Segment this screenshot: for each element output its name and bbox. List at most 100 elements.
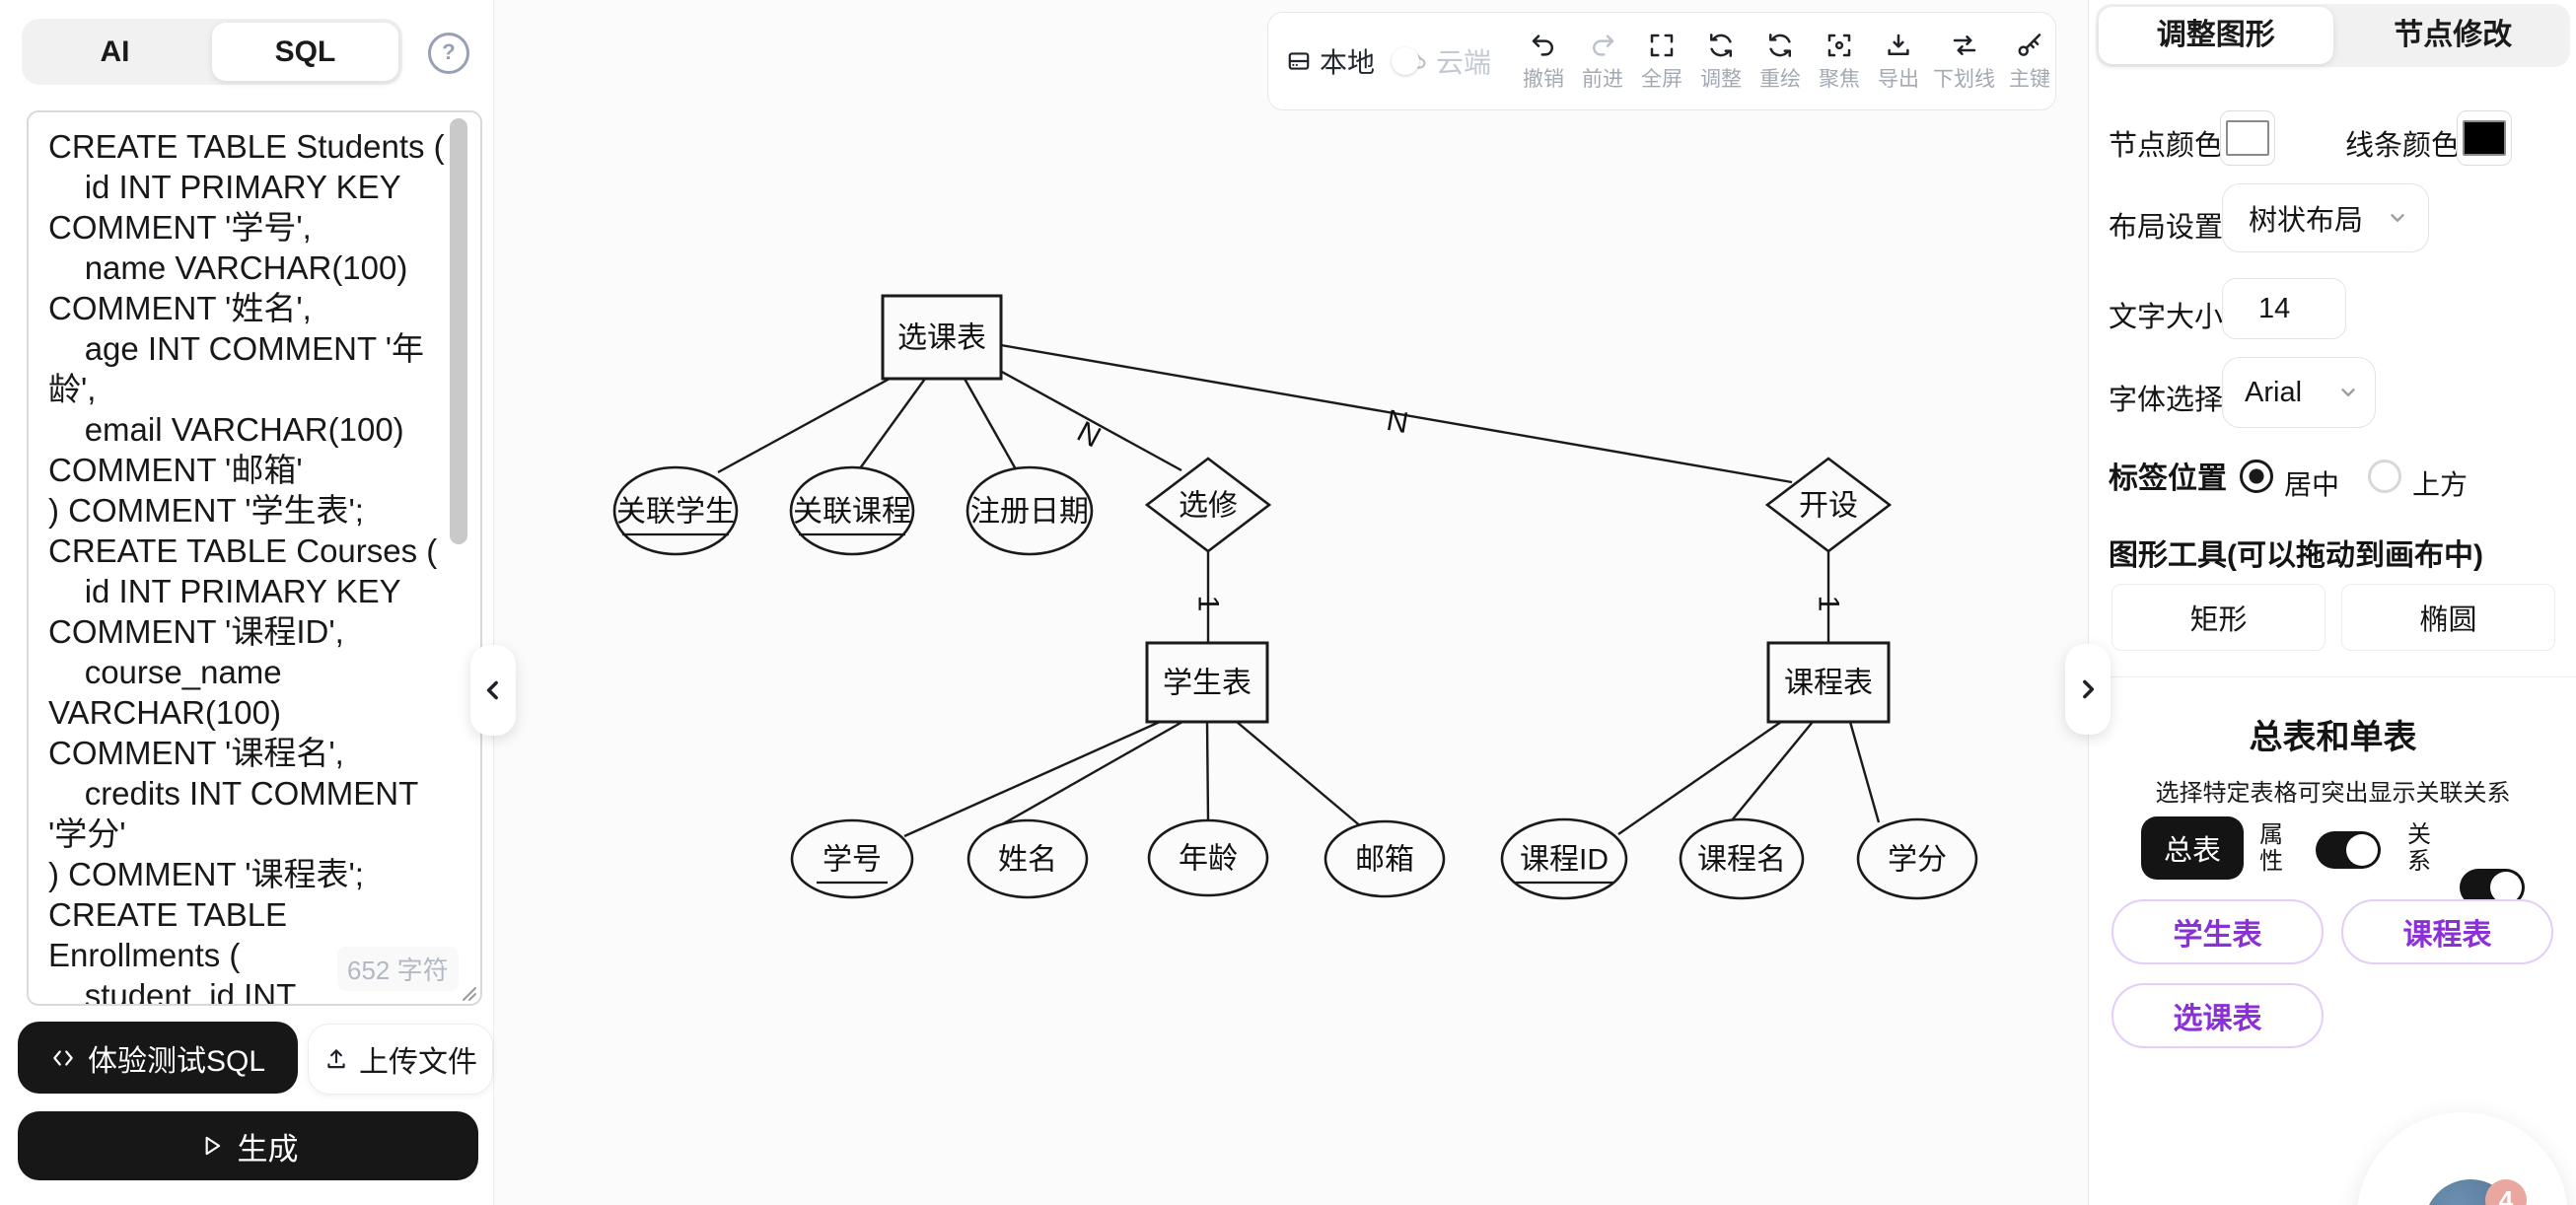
focus-icon <box>1827 34 1851 56</box>
help-icon[interactable]: ? <box>428 33 469 74</box>
entity-rect <box>881 294 1003 381</box>
attribute-ellipse <box>789 465 915 556</box>
attribute-node[interactable]: 邮箱 <box>1324 819 1446 898</box>
collapse-right-panel-button[interactable] <box>2065 644 2111 735</box>
edge-line <box>717 377 891 474</box>
entity-node[interactable]: 课程表 <box>1766 641 1891 724</box>
attr-toggle[interactable] <box>2316 831 2381 869</box>
radio-above[interactable] <box>2368 460 2401 493</box>
attribute-node[interactable]: 课程ID <box>1500 817 1628 900</box>
test-sql-button[interactable]: 体验测试SQL <box>18 1022 298 1094</box>
layout-label: 布局设置 <box>2109 212 2224 244</box>
toolbar-action-export[interactable]: 导出 <box>1874 31 1923 93</box>
attribute-ellipse <box>612 465 739 556</box>
attribute-node[interactable]: 学分 <box>1856 817 1978 900</box>
collapse-left-panel-button[interactable] <box>470 645 516 736</box>
toolbar-action-redo[interactable]: 前进 <box>1578 31 1627 93</box>
upload-icon <box>327 1049 345 1069</box>
tab-ai[interactable]: AI <box>100 35 130 68</box>
sql-scrollbar-thumb[interactable] <box>450 118 467 544</box>
tab-sql[interactable]: SQL <box>212 23 398 81</box>
tab-adjust-shapes[interactable]: 调整图形 <box>2099 7 2333 64</box>
entity-node[interactable]: 学生表 <box>1145 641 1269 724</box>
toolbar-action-fullscreen[interactable]: 全屏 <box>1637 31 1686 93</box>
edge-line <box>903 720 1161 838</box>
attribute-ellipse <box>790 818 914 899</box>
table-button[interactable]: 课程表 <box>2341 899 2553 964</box>
chevron-left-icon <box>486 680 498 700</box>
upload-file-button[interactable]: 上传文件 <box>308 1024 493 1095</box>
font-family-label: 字体选择 <box>2109 385 2224 416</box>
summary-heading: 总表和单表 <box>2249 719 2417 756</box>
node-label: 姓名 <box>998 844 1057 877</box>
toolbar-action-label: 撤销 <box>1523 67 1565 91</box>
font-family-select[interactable]: Arial <box>2222 357 2376 428</box>
edge-line <box>999 369 1182 472</box>
attribute-node[interactable]: 年龄 <box>1147 818 1269 897</box>
attribute-ellipse <box>1856 817 1978 900</box>
toggle-knob <box>2490 872 2522 903</box>
attribute-node[interactable]: 关联课程 <box>789 465 915 556</box>
edge-line <box>1848 721 1881 823</box>
master-table-button[interactable]: 总表 <box>2141 816 2244 880</box>
rel-toggle-label: 关系 <box>2407 821 2431 875</box>
relation-node[interactable]: 选修 <box>1144 457 1272 553</box>
entity-node[interactable]: 选课表 <box>881 294 1003 381</box>
node-label: 年龄 <box>1179 843 1238 876</box>
undo-icon <box>1532 34 1554 56</box>
toolbar-action-label: 前进 <box>1582 67 1624 91</box>
generate-label: 生成 <box>237 1131 299 1167</box>
toolbar-action-refresh[interactable]: 调整 <box>1696 31 1746 93</box>
node-color-label: 节点颜色 <box>2109 130 2224 162</box>
node-label: 学分 <box>1888 844 1947 877</box>
generate-button[interactable]: 生成 <box>18 1111 478 1180</box>
radio-center[interactable] <box>2240 460 2273 493</box>
toolbar-action-underline-arrows[interactable]: 下划线 <box>1933 31 1995 93</box>
cardinality-label: 1 <box>1813 596 1845 612</box>
attribute-ellipse <box>966 818 1089 899</box>
ellipse-tool-button[interactable]: 椭圆 <box>2341 584 2555 651</box>
entity-rect <box>1145 641 1269 724</box>
node-color-picker[interactable] <box>2220 110 2275 166</box>
edge-line <box>1236 721 1363 828</box>
node-label: 学号 <box>823 844 882 877</box>
edge-line <box>1000 343 1793 484</box>
edge-line <box>1731 721 1814 821</box>
node-label: 选课表 <box>897 322 986 355</box>
toolbar-action-label: 下划线 <box>1933 67 1996 91</box>
relation-node[interactable]: 开设 <box>1764 457 1893 553</box>
attribute-node[interactable]: 关联学生 <box>612 465 739 556</box>
tab-node-edit[interactable]: 节点修改 <box>2394 19 2513 51</box>
toolbar-action-redraw[interactable]: 重绘 <box>1755 31 1805 93</box>
font-size-input[interactable]: 14 <box>2222 278 2346 339</box>
toggle-knob <box>2346 834 2378 866</box>
local-label: 本地 <box>1320 47 1376 78</box>
toolbar-action-focus[interactable]: 聚焦 <box>1815 31 1864 93</box>
attribute-node[interactable]: 学号 <box>790 818 914 899</box>
line-color-picker[interactable] <box>2457 110 2512 166</box>
rectangle-tool-button[interactable]: 矩形 <box>2111 584 2326 651</box>
table-button[interactable]: 选课表 <box>2111 983 2324 1048</box>
layout-select[interactable]: 树状布局 <box>2222 183 2429 252</box>
toolbar-action-label: 聚焦 <box>1819 67 1861 91</box>
font-family-value: Arial <box>2245 376 2303 408</box>
node-label: 课程表 <box>1784 668 1873 700</box>
attribute-node[interactable]: 姓名 <box>966 818 1089 899</box>
sql-input[interactable]: CREATE TABLE Students ( id INT PRIMARY K… <box>27 110 482 1006</box>
attribute-node[interactable]: 课程名 <box>1679 817 1805 900</box>
table-button[interactable]: 学生表 <box>2111 899 2324 964</box>
toolbar-action-undo[interactable]: 撤销 <box>1519 31 1568 93</box>
node-label: 开设 <box>1799 490 1858 523</box>
attribute-node[interactable]: 注册日期 <box>966 465 1094 556</box>
underline-arrows-icon <box>1953 35 1975 55</box>
radio-center-label: 居中 <box>2284 469 2340 500</box>
relation-diamond <box>1764 457 1893 553</box>
resize-grip-icon[interactable] <box>458 982 477 1002</box>
chevron-down-icon <box>2341 389 2355 396</box>
upload-label: 上传文件 <box>359 1046 477 1079</box>
redraw-icon <box>1769 33 1792 57</box>
toolbar-action-key[interactable]: 主键 <box>2005 31 2054 93</box>
toggle-knob <box>1392 47 1420 75</box>
